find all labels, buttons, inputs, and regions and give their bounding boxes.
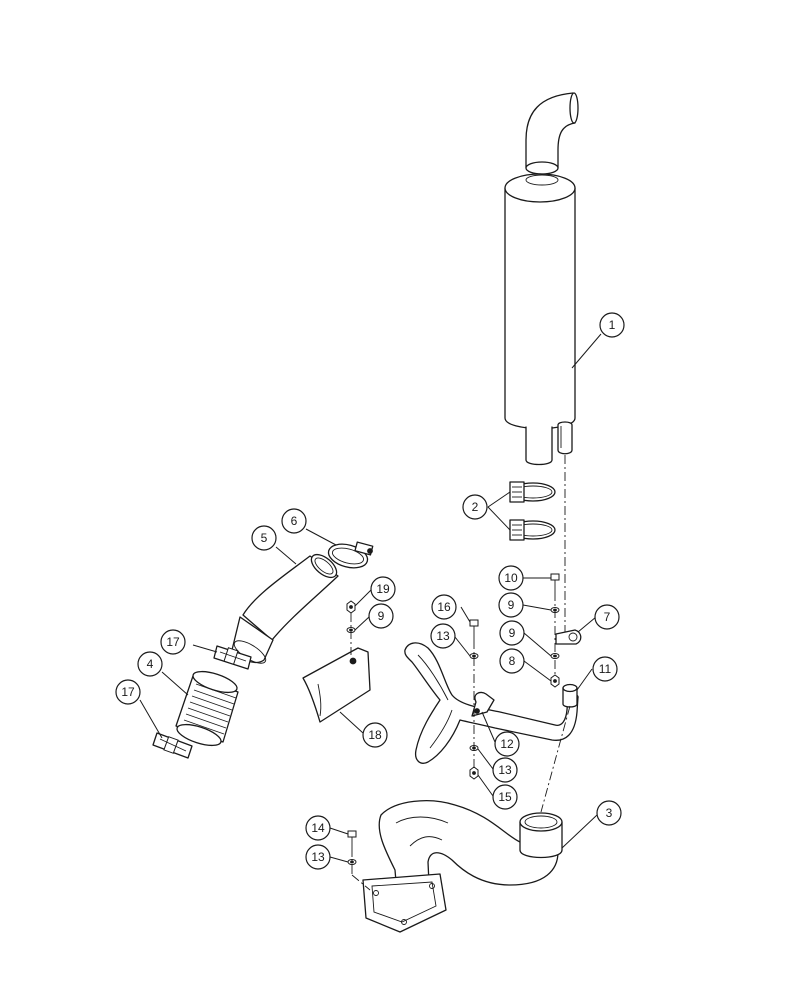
- callout-8: 8: [499, 648, 525, 674]
- nut-19: [346, 600, 356, 614]
- mounting-bracket: [302, 647, 371, 723]
- svg-text:13: 13: [436, 629, 450, 643]
- callout-13-base: 13: [305, 844, 331, 870]
- p-clamp-12: [471, 691, 495, 717]
- svg-text:5: 5: [261, 531, 268, 545]
- flex-pipe: [175, 670, 239, 747]
- callout-16: 16: [431, 594, 457, 620]
- svg-text:3: 3: [606, 806, 613, 820]
- svg-text:19: 19: [376, 582, 390, 596]
- svg-text:1: 1: [609, 318, 616, 332]
- svg-text:10: 10: [504, 571, 518, 585]
- callout-3: 3: [596, 800, 622, 826]
- svg-text:15: 15: [498, 790, 512, 804]
- callout-1: 1: [599, 312, 625, 338]
- callout-13-lower: 13: [492, 757, 518, 783]
- svg-text:7: 7: [604, 610, 611, 624]
- callout-9-middle: 9: [499, 620, 525, 646]
- clamp-lower: [152, 732, 193, 759]
- svg-text:9: 9: [509, 626, 516, 640]
- svg-text:4: 4: [147, 657, 154, 671]
- svg-text:11: 11: [599, 662, 612, 676]
- callout-10: 10: [498, 565, 524, 591]
- callout-2: 2: [462, 494, 488, 520]
- exhaust-tube: [231, 553, 339, 664]
- nut-8: [550, 674, 560, 688]
- leader-lines: [139, 333, 602, 863]
- callout-14: 14: [305, 815, 331, 841]
- p-clamp-7: [555, 629, 582, 645]
- callout-7: 7: [594, 604, 620, 630]
- svg-text:9: 9: [378, 609, 385, 623]
- svg-text:18: 18: [368, 728, 382, 742]
- band-clamp-lower: [509, 519, 556, 541]
- svg-text:9: 9: [508, 598, 515, 612]
- bolt-10: [550, 573, 560, 592]
- clamp-upper: [213, 645, 252, 670]
- callout-11: 11: [592, 656, 618, 682]
- callout-6: 6: [281, 508, 307, 534]
- svg-text:8: 8: [509, 654, 516, 668]
- callout-9-upper: 9: [498, 592, 524, 618]
- callout-5: 5: [251, 525, 277, 551]
- svg-text:13: 13: [498, 763, 512, 777]
- callout-15: 15: [492, 784, 518, 810]
- svg-text:16: 16: [437, 600, 451, 614]
- callout-17-upper: 17: [160, 629, 186, 655]
- svg-text:17: 17: [166, 635, 180, 649]
- muffler: [504, 92, 579, 466]
- svg-text:2: 2: [472, 500, 479, 514]
- nut-15: [469, 766, 479, 780]
- callout-13-upper: 13: [430, 623, 456, 649]
- exhaust-elbow: [362, 800, 563, 933]
- sleeve: [562, 683, 578, 708]
- svg-text:13: 13: [311, 850, 325, 864]
- svg-text:12: 12: [500, 737, 514, 751]
- t-bolt-clamp: [327, 541, 374, 569]
- callout-9-bracket: 9: [368, 603, 394, 629]
- callout-17-lower: 17: [115, 679, 141, 705]
- band-clamp-upper: [509, 481, 556, 503]
- svg-text:6: 6: [291, 514, 298, 528]
- callout-12: 12: [494, 731, 520, 757]
- bolt-16: [469, 619, 479, 640]
- svg-text:14: 14: [311, 821, 325, 835]
- assembly-centerlines: [350, 455, 571, 891]
- bolt-14: [347, 830, 357, 848]
- callout-4: 4: [137, 651, 163, 677]
- callout-19: 19: [370, 576, 396, 602]
- callout-18: 18: [362, 722, 388, 748]
- svg-text:17: 17: [121, 685, 135, 699]
